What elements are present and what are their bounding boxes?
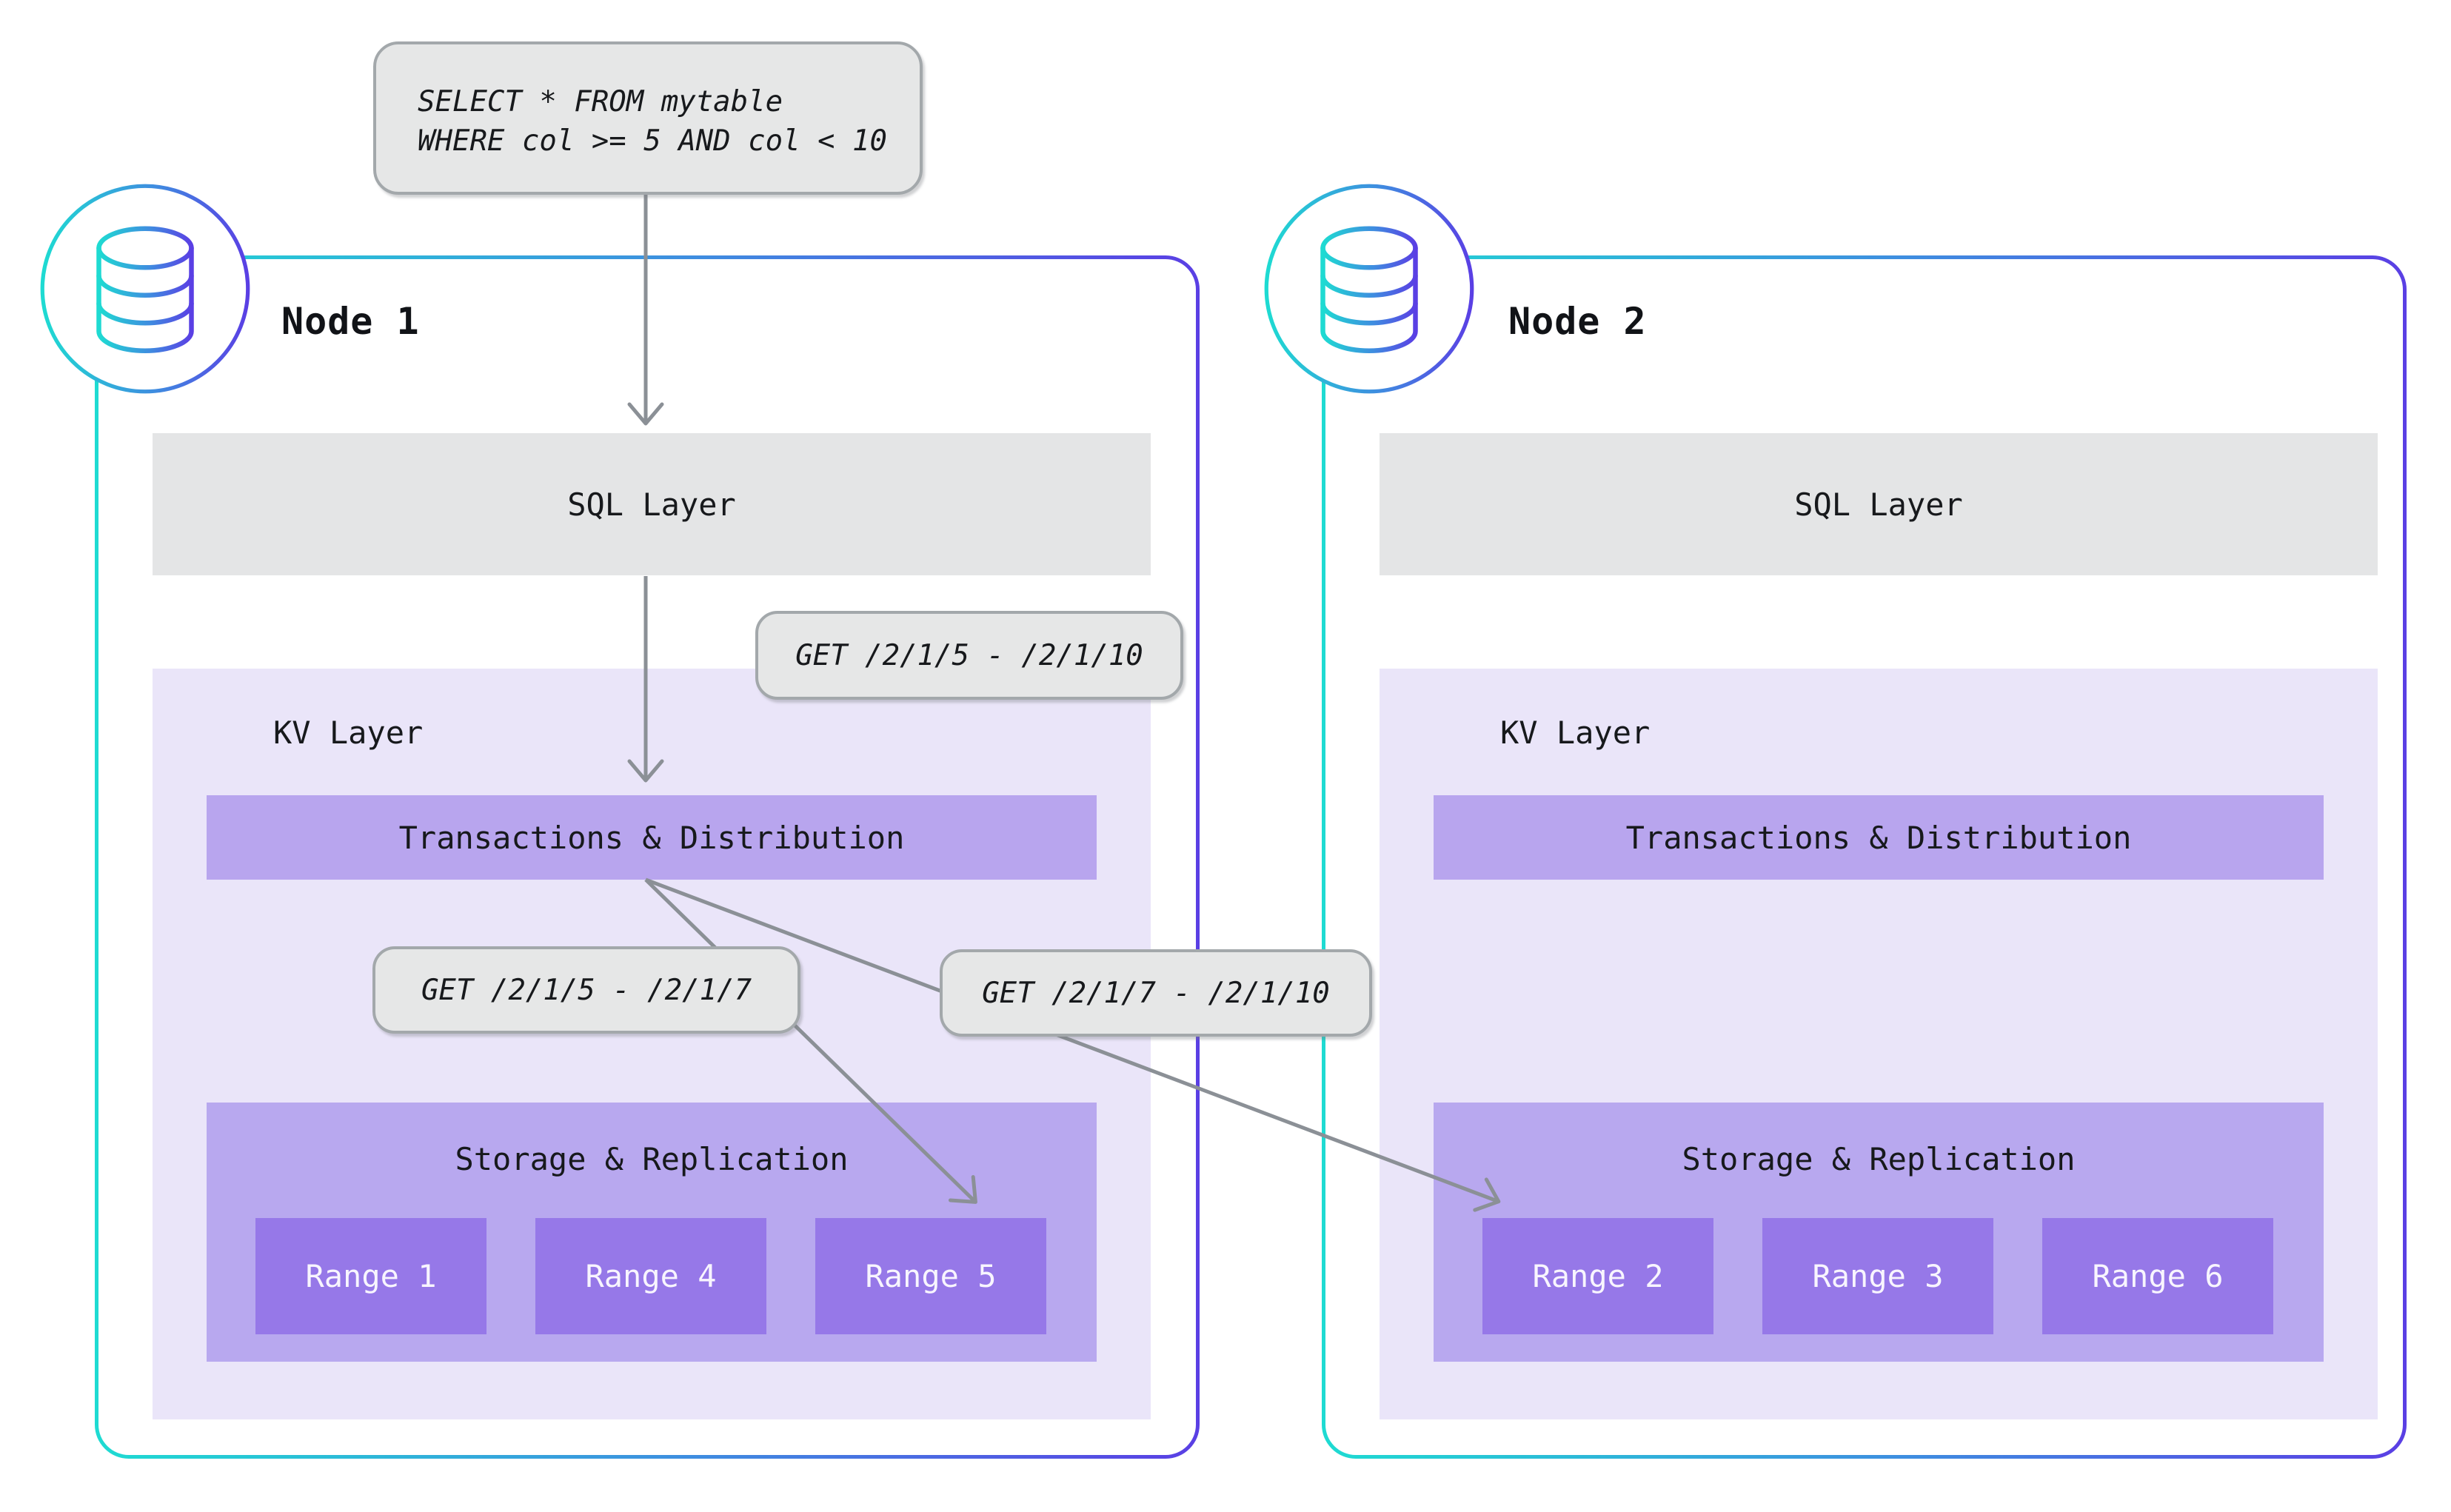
node-2-transactions-distribution-bar: Transactions & Distribution — [1434, 795, 2324, 880]
node-2-range-6: Range 6 — [2042, 1218, 2273, 1334]
node-1-sql-layer-label: SQL Layer — [567, 486, 736, 523]
node-2-body: Node 2 SQL Layer KV Layer Transactions &… — [1325, 259, 2403, 1455]
node-2-storage-replication-panel: Storage & Replication Range 2 Range 3 Ra… — [1434, 1103, 2324, 1362]
node-1-transactions-label: Transactions & Distribution — [398, 819, 905, 856]
node-1-storage-label: Storage & Replication — [455, 1141, 849, 1177]
node-2-title: Node 2 — [1508, 300, 1647, 343]
node-2-kv-layer-panel: KV Layer Transactions & Distribution Sto… — [1380, 669, 2378, 1419]
node-2-transactions-label: Transactions & Distribution — [1625, 819, 2132, 856]
node-1-sql-layer: SQL Layer — [153, 433, 1151, 575]
node-1-storage-replication-panel: Storage & Replication Range 1 Range 4 Ra… — [207, 1103, 1097, 1362]
database-icon — [40, 184, 250, 394]
database-icon — [1264, 184, 1474, 394]
get-range-remote-label: GET /2/1/7 - /2/1/10 — [940, 949, 1372, 1037]
node-2-sql-layer-label: SQL Layer — [1794, 486, 1963, 523]
sql-query-line-2: WHERE col >= 5 AND col < 10 — [418, 124, 887, 158]
sql-query-line-1: SELECT * FROM mytable — [418, 85, 783, 118]
node-1-range-4: Range 4 — [535, 1218, 766, 1334]
node-2-range-2: Range 2 — [1482, 1218, 1713, 1334]
get-range-local-text: GET /2/1/5 - /2/1/7 — [421, 973, 752, 1007]
get-range-full-label: GET /2/1/5 - /2/1/10 — [755, 611, 1183, 700]
node-2-kv-layer-label: KV Layer — [1500, 715, 1651, 751]
node-1-body: Node 1 SQL Layer KV Layer Transactions &… — [98, 259, 1196, 1455]
node-2-sql-layer: SQL Layer — [1380, 433, 2378, 575]
get-range-remote-text: GET /2/1/7 - /2/1/10 — [982, 976, 1330, 1010]
sql-query-box: SELECT * FROM mytable WHERE col >= 5 AND… — [373, 41, 923, 195]
node-2-container: Node 2 SQL Layer KV Layer Transactions &… — [1322, 255, 2407, 1459]
node-1-title: Node 1 — [281, 300, 420, 343]
node-1-container: Node 1 SQL Layer KV Layer Transactions &… — [95, 255, 1200, 1459]
node-2-storage-label: Storage & Replication — [1682, 1141, 2076, 1177]
node-2-range-3: Range 3 — [1762, 1218, 1993, 1334]
get-range-full-text: GET /2/1/5 - /2/1/10 — [795, 638, 1143, 672]
get-range-local-label: GET /2/1/5 - /2/1/7 — [372, 946, 800, 1034]
node-1-kv-layer-label: KV Layer — [273, 715, 424, 751]
node-1-kv-layer-panel: KV Layer Transactions & Distribution Sto… — [153, 669, 1151, 1419]
node-1-transactions-distribution-bar: Transactions & Distribution — [207, 795, 1097, 880]
node-1-range-1: Range 1 — [255, 1218, 486, 1334]
node-1-range-5: Range 5 — [815, 1218, 1046, 1334]
